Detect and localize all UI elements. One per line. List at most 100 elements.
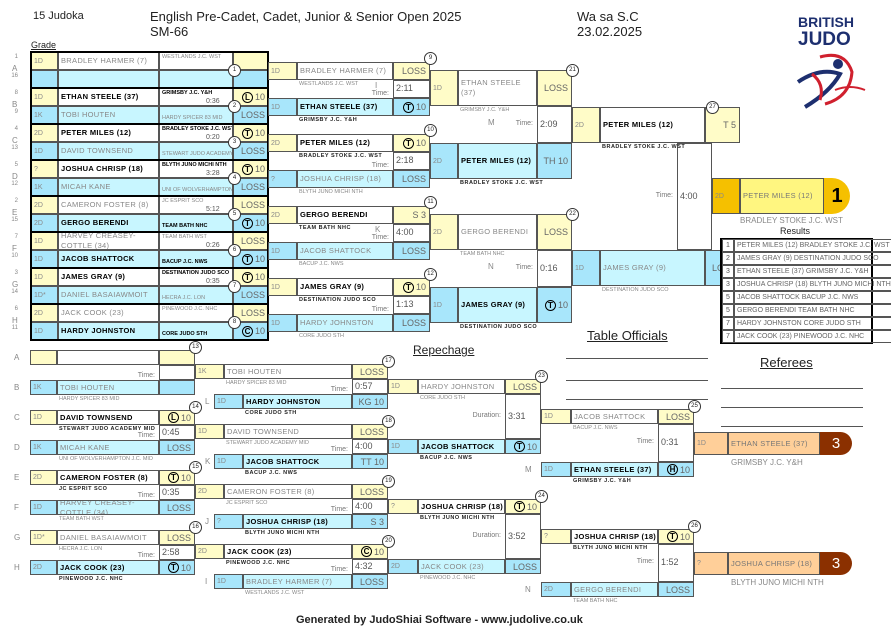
player-name[interactable]: BRADLEY HARMER (7): [243, 574, 352, 589]
player-name[interactable]: TOBI HOUTEN: [57, 380, 159, 395]
time-label: Time:: [137, 492, 155, 499]
player-name[interactable]: CAMERON FOSTER (8): [57, 470, 159, 485]
player-name[interactable]: CAMERON FOSTER (8): [224, 484, 352, 499]
player-name[interactable]: JACOB SHATTOCK: [297, 242, 393, 260]
score-value: LOSS: [166, 442, 191, 453]
player-name[interactable]: ETHAN STEELE (37): [571, 462, 658, 477]
player-name[interactable]: DAVID TOWNSEND: [57, 410, 159, 425]
bronze-name[interactable]: JOSHUA CHRISP (18): [728, 552, 820, 575]
player-name[interactable]: JACK COOK (23): [418, 559, 505, 574]
ippon-mark-icon: T: [241, 271, 253, 283]
pool-letter: C: [12, 136, 18, 145]
player-name[interactable]: HARDY JOHNSTON: [243, 394, 352, 409]
player-name[interactable]: PETER MILES (12): [458, 143, 537, 179]
date: 23.02.2025: [577, 24, 643, 39]
player-name[interactable]: GERGO BERENDI: [458, 214, 537, 250]
result-entry: JACOB SHATTOCK BACUP J.C. NWS: [734, 291, 891, 304]
player-name[interactable]: TOBI HOUTEN: [224, 364, 352, 379]
player-name[interactable]: PETER MILES (12): [297, 134, 393, 152]
place-badge: 3: [820, 432, 852, 455]
match-time: 1:52: [661, 557, 679, 567]
result-rank: 1: [722, 239, 734, 252]
result-rank: 3: [722, 265, 734, 278]
pool-letter: E: [14, 473, 20, 482]
player-name[interactable]: ETHAN STEELE (37): [297, 98, 393, 116]
player-name[interactable]: JOSHUA CHRISP (18): [571, 529, 658, 544]
result-rank: 2: [722, 252, 734, 265]
player-name[interactable]: DAVID TOWNSEND: [224, 424, 352, 439]
score-cell: LOSS: [658, 409, 694, 424]
player-name[interactable]: JACOB SHATTOCK: [243, 454, 352, 469]
score-value: 10: [254, 326, 265, 336]
grade-cell: 1D: [388, 439, 418, 454]
player-name[interactable]: HARVEY CREASEY-COTTLE (34): [57, 500, 159, 515]
player-name[interactable]: JAMES GRAY (9): [297, 278, 393, 296]
player-name[interactable]: HARDY JOHNSTON: [297, 314, 393, 332]
player-name[interactable]: JACOB SHATTOCK: [571, 409, 658, 424]
player-name[interactable]: DANIEL BASAIAWMOIT: [57, 530, 159, 545]
result-entry: GERGO BERENDI TEAM BATH NHC: [734, 304, 891, 317]
score-cell: S 3: [352, 514, 388, 529]
ippon-mark-icon: T: [241, 127, 253, 139]
time-box: [159, 545, 195, 560]
score-value: LOSS: [359, 576, 384, 587]
score-value: LOSS: [166, 532, 191, 543]
winner-name[interactable]: PETER MILES (12): [740, 178, 824, 214]
time-label: Time:: [330, 506, 348, 513]
seed-number: 4: [14, 126, 18, 132]
match-number-badge: 20: [382, 535, 395, 548]
score-value: 10: [180, 562, 191, 573]
score-value: LOSS: [240, 182, 265, 192]
club-label: CORE JUDO STH: [299, 333, 344, 339]
match-number-badge: 27: [706, 101, 719, 114]
player-name[interactable]: JAMES GRAY (9): [600, 250, 705, 286]
score-value: 10: [526, 441, 537, 452]
bronze-name[interactable]: ETHAN STEELE (37): [728, 432, 820, 455]
player-name[interactable]: JACK COOK (23): [57, 560, 159, 575]
player-name[interactable]: HARDY JOHNSTON: [418, 379, 505, 394]
player-name[interactable]: JOSHUA CHRISP (18): [243, 514, 352, 529]
player-name[interactable]: MICAH KANE: [57, 440, 159, 455]
score-cell: [159, 380, 195, 395]
time-box: [505, 514, 541, 559]
club-label: WESTLANDS J.C. WST: [245, 590, 305, 596]
club-label: BACUP J.C. NWS: [573, 425, 618, 431]
player-name[interactable]: ETHAN STEELE (37): [458, 70, 537, 106]
pool-letter: A: [14, 353, 20, 362]
grade-cell: 1D: [430, 287, 458, 323]
pool-letter: D: [14, 443, 20, 452]
player-name[interactable]: GERGO BERENDI: [297, 206, 393, 224]
club-label: DESTINATION JUDO SCO: [460, 324, 538, 330]
player-name[interactable]: JOSHUA CHRISP (18): [418, 499, 505, 514]
player-name[interactable]: GERGO BERENDI: [571, 582, 658, 597]
score-value: 10: [180, 472, 191, 483]
place-badge: 3: [820, 552, 852, 575]
player-name[interactable]: BRADLEY HARMER (7): [297, 62, 393, 80]
score-value: 10: [679, 464, 690, 475]
score-value: LOSS: [240, 308, 265, 318]
ippon-mark-icon: C: [360, 546, 372, 557]
match-time: 4:00: [355, 440, 373, 451]
time-box: [352, 559, 388, 574]
score-cell: LOSS: [537, 214, 572, 250]
player-name[interactable]: JOSHUA CHRISP (18): [297, 170, 393, 188]
seed-number: 12: [11, 181, 18, 187]
bronze-club: GRIMSBY J.C. Y&H: [731, 458, 803, 467]
score-value: 10: [415, 102, 426, 112]
player-name[interactable]: JACOB SHATTOCK: [418, 439, 505, 454]
grade-cell: 1D: [268, 98, 297, 116]
club-label: BLYTH JUNO MICHI NTH: [420, 515, 495, 521]
player-name[interactable]: PETER MILES (12): [600, 107, 705, 143]
score-value: 10: [254, 272, 265, 282]
bracket-letter: N: [488, 262, 494, 271]
player-name[interactable]: JAMES GRAY (9): [458, 287, 537, 323]
player-name[interactable]: JACK COOK (23): [224, 544, 352, 559]
match-number-badge: 25: [688, 400, 701, 413]
match-number-badge: 11: [424, 196, 437, 209]
match-time: 2:18: [396, 155, 414, 165]
ippon-mark-icon: T: [241, 253, 253, 265]
grade-label: Grade: [31, 40, 57, 50]
player-name[interactable]: [57, 350, 159, 365]
grade-cell: 1D: [214, 454, 243, 469]
